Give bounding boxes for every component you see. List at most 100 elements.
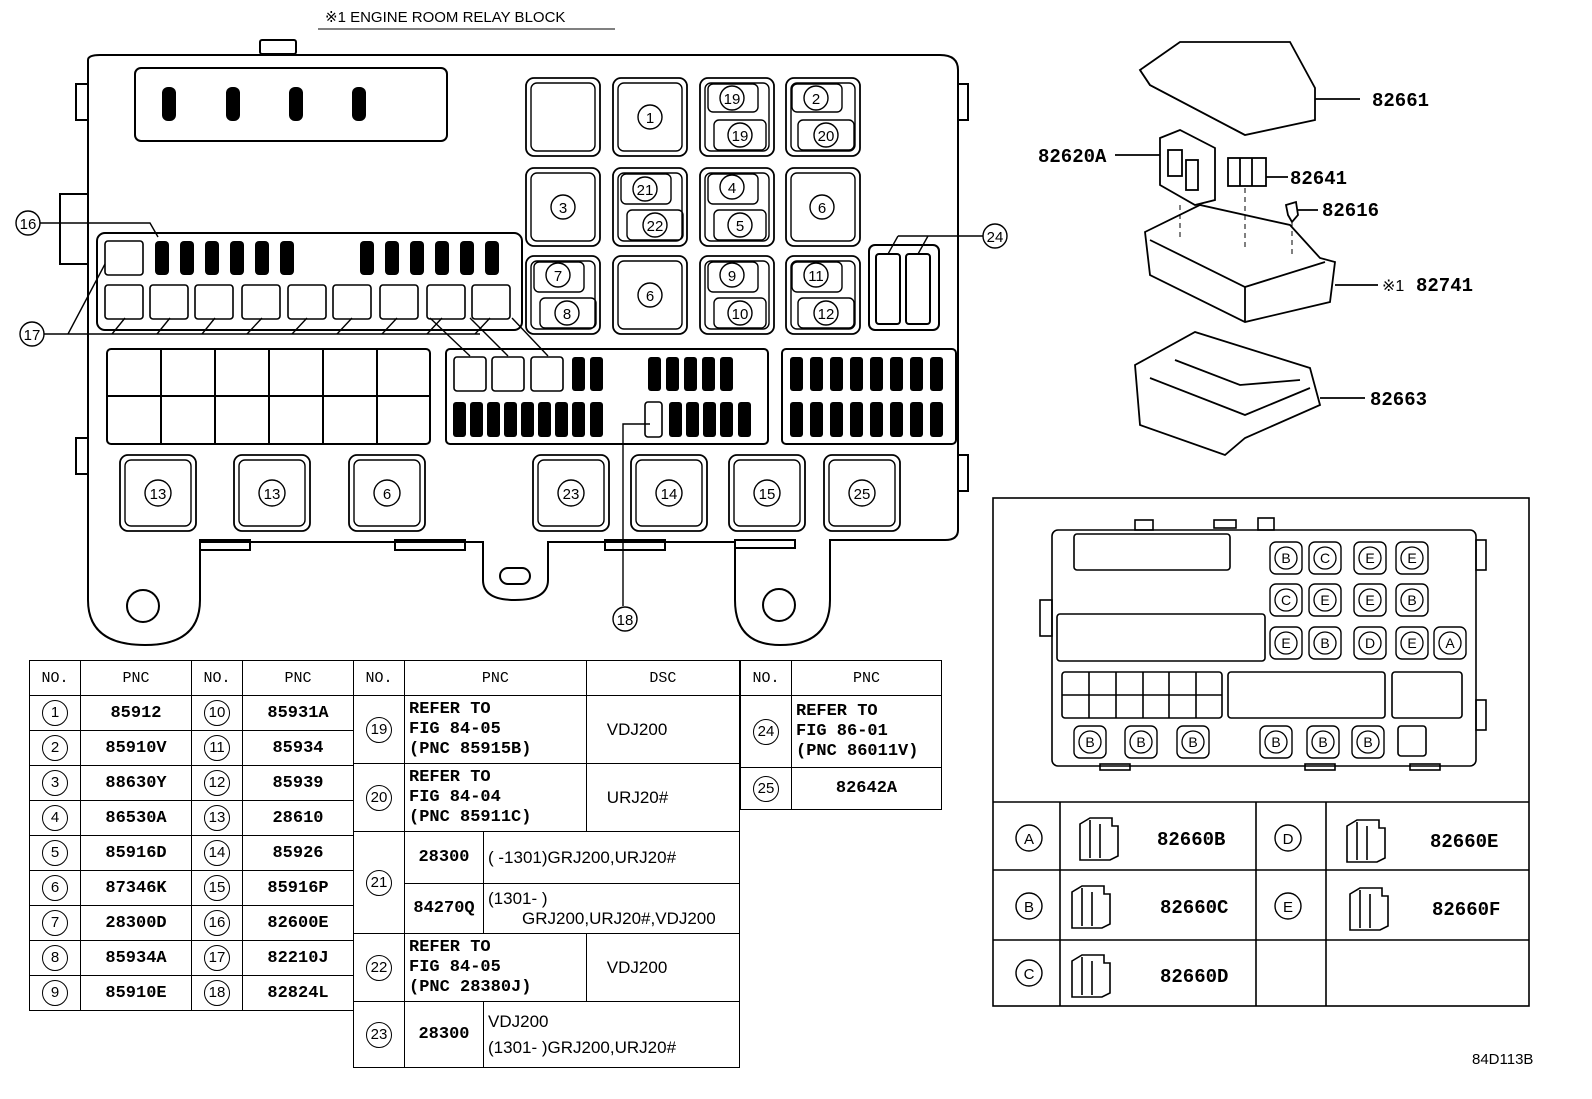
relay-outline [119,454,197,532]
fuse-blade [890,357,903,391]
pnc-21b: 84270Q [404,883,484,934]
pnc-cell: 85926 [242,835,354,871]
callout-number: 8 [42,945,68,971]
relay-outline [612,255,688,335]
fuse-blade [205,241,219,275]
fuse-blade [538,402,551,437]
col-pnc: PNC [791,660,942,696]
callout-number: 1 [42,700,68,726]
fuse-blade [590,402,603,437]
svg-text:17: 17 [24,327,41,344]
connector-marker: B [1306,725,1340,759]
callout-17: 17 [19,321,45,347]
svg-text:18: 18 [617,612,634,629]
fuse-blade [385,241,399,275]
row-25: 25 82642A [740,767,942,810]
parts-table-2: NO. PNC DSC 19 REFER TO FIG 84-05 (PNC 8… [353,660,741,1068]
svg-text:C: C [1320,550,1330,566]
svg-text:B: B [1188,734,1197,750]
svg-text:E: E [1407,550,1416,566]
relay-outline [233,454,311,532]
callout-16: 16 [15,210,41,236]
fuse-blade [810,357,823,391]
relay-callout: 4 [719,174,745,200]
svg-text:13: 13 [264,486,281,503]
relay-inner [790,172,856,242]
fuse-blade [669,402,682,437]
pnc-cell: 85934A [80,940,192,976]
svg-text:1: 1 [646,110,654,127]
pnc-cell: 86530A [80,800,192,836]
relay-callout: 6 [373,479,401,507]
relay-callout: 19 [719,85,745,111]
fuse-blade [703,402,716,437]
pnc-25: 82642A [791,767,942,810]
relay-callout: 1 [637,104,663,130]
col-no: NO. [740,660,792,696]
col-pnc-2: PNC [242,660,354,696]
relay-callout: 19 [727,122,753,148]
connector-marker: B [1395,583,1429,617]
callout-number: 16 [204,910,230,936]
svg-text:13: 13 [150,486,167,503]
relay-sub-slot [713,297,767,329]
callout-20: 20 [366,784,392,811]
svg-text:4: 4 [728,180,736,197]
relay-inner [828,459,896,527]
connector-icon [1346,819,1386,863]
relay-callout: 11 [803,262,829,288]
pnc-cell: 85910E [80,975,192,1011]
relay-inner [704,82,770,152]
fuse-blade [162,87,176,121]
fuse-blade [790,402,803,437]
svg-text:2: 2 [812,91,820,108]
svg-text:8: 8 [563,306,571,323]
callout-number: 7 [42,910,68,936]
svg-text:D: D [1365,635,1375,651]
pnc-cell: 82824L [242,975,354,1011]
fuse-blade [255,241,269,275]
relay-sub-slot [797,119,855,151]
pnc-cell: 82210J [242,940,354,976]
relay-inner [617,260,683,330]
relay-outline [699,255,775,335]
relay-outline [630,454,708,532]
fuse-blade [666,357,679,391]
fuse-blade [590,357,603,391]
relay-inner [530,260,596,330]
callout-19: 19 [366,716,392,743]
fuse-blade [720,402,733,437]
svg-text:11: 11 [808,268,824,285]
fuse-slot [104,240,144,276]
row-23: 23 28300 VDJ200(1301- )GRJ200,URJ20# [353,1001,740,1068]
pnc-cell: 85916D [80,835,192,871]
fuse-slot [453,356,487,392]
connector-marker: A [1433,626,1467,660]
svg-text:24: 24 [987,229,1004,246]
callout-24-table: 24 [753,718,779,745]
relay-outline [612,167,688,247]
relay-callout: 10 [727,300,753,326]
callout-leaders [40,222,983,606]
svg-text:9: 9 [728,268,736,285]
relay-inner [704,260,770,330]
svg-text:A: A [1024,831,1034,848]
relay-inner [353,459,421,527]
callout-25: 25 [753,775,779,802]
svg-text:6: 6 [646,288,654,305]
relay-outline [348,454,426,532]
callout-number: 12 [204,770,230,796]
dsc-22: VDJ200 [585,933,741,1002]
pnc-cell: 85912 [80,695,192,731]
svg-text:15: 15 [759,486,776,503]
relay-inner [617,82,683,152]
svg-text:19: 19 [724,91,741,108]
pnc-cell: 85916P [242,870,354,906]
pnc-20: REFER TO FIG 84-04 (PNC 85911C) [404,763,587,832]
fuse-slot [644,401,663,438]
